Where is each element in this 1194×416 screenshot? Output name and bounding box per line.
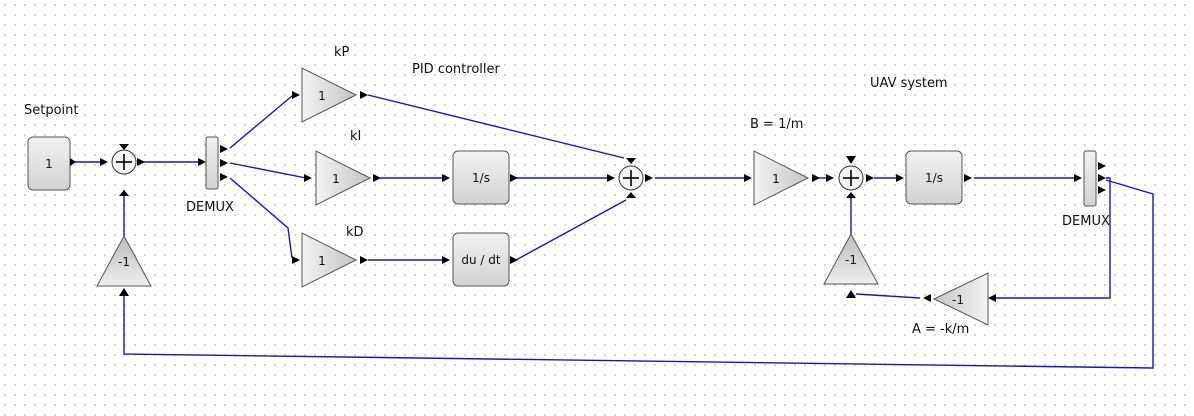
kd-gain-block[interactable]: 1	[292, 232, 368, 288]
integrator-uav-label: 1/s	[925, 171, 943, 185]
a-gain-block[interactable]: -1	[923, 272, 996, 326]
ki-gain-block[interactable]: 1	[304, 150, 381, 206]
kp-gain-block[interactable]: 1	[292, 67, 368, 123]
setpoint-constant-value: 1	[45, 157, 53, 171]
setpoint-constant-block[interactable]: 1	[27, 136, 76, 191]
b-gain-block[interactable]: 1	[744, 150, 820, 206]
kd-label: kD	[346, 225, 364, 240]
labels: Setpoint kP kI kD PID controller UAV sys…	[24, 45, 1110, 337]
integrator-uav-block[interactable]: 1/s	[896, 150, 972, 205]
demux2-label: DEMUX	[1062, 214, 1110, 229]
negative-gain-mid-value: -1	[845, 253, 857, 267]
negative-gain-mid-block[interactable]: -1	[823, 232, 879, 298]
negative-gain-left-block[interactable]: -1	[96, 234, 152, 296]
sum-block-3[interactable]	[826, 156, 874, 198]
b-gain-value: 1	[772, 172, 780, 186]
wire-kp-to-sum2	[367, 94, 625, 159]
demux-block-2[interactable]	[1074, 150, 1106, 207]
a-equation-label: A = -k/m	[912, 322, 969, 337]
kp-label: kP	[334, 45, 350, 60]
b-equation-label: B = 1/m	[750, 117, 803, 132]
kd-gain-value: 1	[318, 254, 326, 268]
ki-label: kI	[350, 129, 361, 144]
demux1-label: DEMUX	[186, 200, 234, 215]
kp-gain-value: 1	[318, 89, 326, 103]
wire-demux2-to-a-gain	[996, 177, 1111, 299]
wire-demux2-feedback-loop	[123, 179, 1154, 369]
connection-wires	[70, 94, 1154, 369]
wire-demux1-to-ki	[229, 162, 307, 179]
wire-a-gain-to-neg-gain-mid	[855, 293, 921, 299]
uav-system-label: UAV system	[870, 76, 948, 91]
demux-block-1[interactable]	[198, 136, 228, 190]
integrator-pid-label: 1/s	[472, 171, 490, 185]
integrator-pid-block[interactable]: 1/s	[442, 150, 518, 205]
sum-block-2[interactable]	[607, 158, 653, 198]
a-gain-value: -1	[952, 293, 964, 307]
ki-gain-value: 1	[332, 172, 340, 186]
derivative-label: du / dt	[461, 253, 501, 267]
wire-demux1-to-kd	[229, 177, 293, 259]
negative-gain-left-value: -1	[118, 255, 130, 269]
sum-block-1[interactable]	[100, 144, 145, 196]
setpoint-label: Setpoint	[24, 103, 79, 118]
pid-controller-label: PID controller	[412, 62, 500, 77]
wire-demux1-to-kp	[229, 95, 293, 149]
wire-derivative-to-sum2	[515, 199, 627, 261]
derivative-block[interactable]: du / dt	[442, 232, 518, 287]
